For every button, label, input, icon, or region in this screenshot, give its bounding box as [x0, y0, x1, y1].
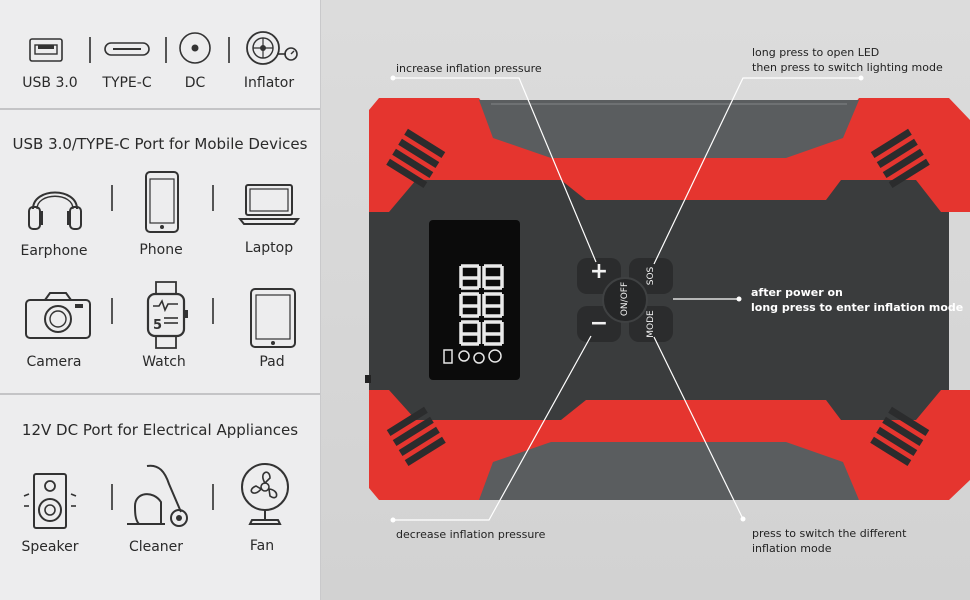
- vent-top-right: [870, 128, 930, 189]
- usb-section-title: USB 3.0/TYPE-C Port for Mobile Devices: [12, 135, 308, 153]
- bottom-cap: [479, 442, 859, 500]
- top-cap: [479, 100, 859, 158]
- callout-decrease-pressure: decrease inflation pressure: [396, 528, 546, 541]
- separator: [111, 484, 113, 510]
- phone-icon: [143, 170, 181, 234]
- port-label-usb: USB 3.0: [22, 75, 78, 91]
- port-label-type-c: TYPE-C: [102, 75, 152, 91]
- lcd-digits: [459, 264, 504, 346]
- speaker-icon: [22, 472, 78, 532]
- divider: [0, 108, 320, 110]
- button-cluster: [577, 258, 673, 342]
- device-label-watch: Watch: [142, 354, 186, 370]
- plus-button[interactable]: +: [589, 259, 609, 284]
- device-label-laptop: Laptop: [244, 240, 294, 256]
- cleaner-icon: [125, 462, 191, 530]
- separator: [111, 185, 113, 211]
- power-button[interactable]: ON/OFF: [620, 281, 630, 317]
- callout-power-line1: after power on: [751, 286, 843, 299]
- vent-bottom-right: [870, 406, 930, 467]
- device-label-pad: Pad: [259, 354, 285, 370]
- fan-icon: [238, 462, 292, 528]
- callout-led-line1: long press to open LED: [752, 46, 880, 59]
- callout-increase-pressure: increase inflation pressure: [396, 62, 542, 75]
- callout-mode-line1: press to switch the different: [752, 527, 907, 540]
- device-label-fan: Fan: [249, 538, 275, 554]
- divider: [0, 393, 320, 395]
- device-label-camera: Camera: [26, 354, 82, 370]
- mode-button[interactable]: MODE: [646, 310, 656, 338]
- side-port: [365, 375, 371, 383]
- minus-button[interactable]: −: [589, 311, 609, 336]
- separator: [212, 298, 214, 324]
- inflator-icon: [244, 29, 300, 69]
- callout-led-line2: then press to switch lighting mode: [752, 61, 943, 74]
- port-label-inflator: Inflator: [243, 75, 295, 91]
- svg-text:5: 5: [153, 318, 162, 333]
- separator: [111, 298, 113, 324]
- usb-port-icon: [28, 35, 64, 65]
- device-diagram: + − SOS MODE ON/OFF increase inflation p…: [321, 0, 970, 600]
- device-label-earphone: Earphone: [20, 243, 88, 259]
- type-c-port-icon: [103, 38, 151, 60]
- callout-power-line2: long press to enter inflation mode: [751, 301, 964, 314]
- dc-section-title: 12V DC Port for Electrical Appliances: [21, 421, 299, 439]
- pad-icon: [249, 287, 297, 349]
- watch-icon: 5: [140, 280, 192, 350]
- separator: [228, 37, 230, 63]
- dc-port-icon: [178, 31, 212, 65]
- separator: [165, 37, 167, 63]
- separator: [212, 185, 214, 211]
- device-label-speaker: Speaker: [21, 539, 79, 555]
- separator: [212, 484, 214, 510]
- port-label-dc: DC: [184, 75, 206, 91]
- earphone-icon: [24, 173, 86, 235]
- features-panel: USB 3.0 TYPE-C DC Inflator USB 3.0/TYPE-…: [0, 0, 321, 600]
- callout-mode-line2: inflation mode: [752, 542, 832, 555]
- separator: [89, 37, 91, 63]
- laptop-icon: [237, 183, 301, 227]
- sos-button[interactable]: SOS: [646, 266, 656, 286]
- device-label-cleaner: Cleaner: [128, 539, 184, 555]
- camera-icon: [23, 290, 93, 342]
- device-label-phone: Phone: [139, 242, 183, 258]
